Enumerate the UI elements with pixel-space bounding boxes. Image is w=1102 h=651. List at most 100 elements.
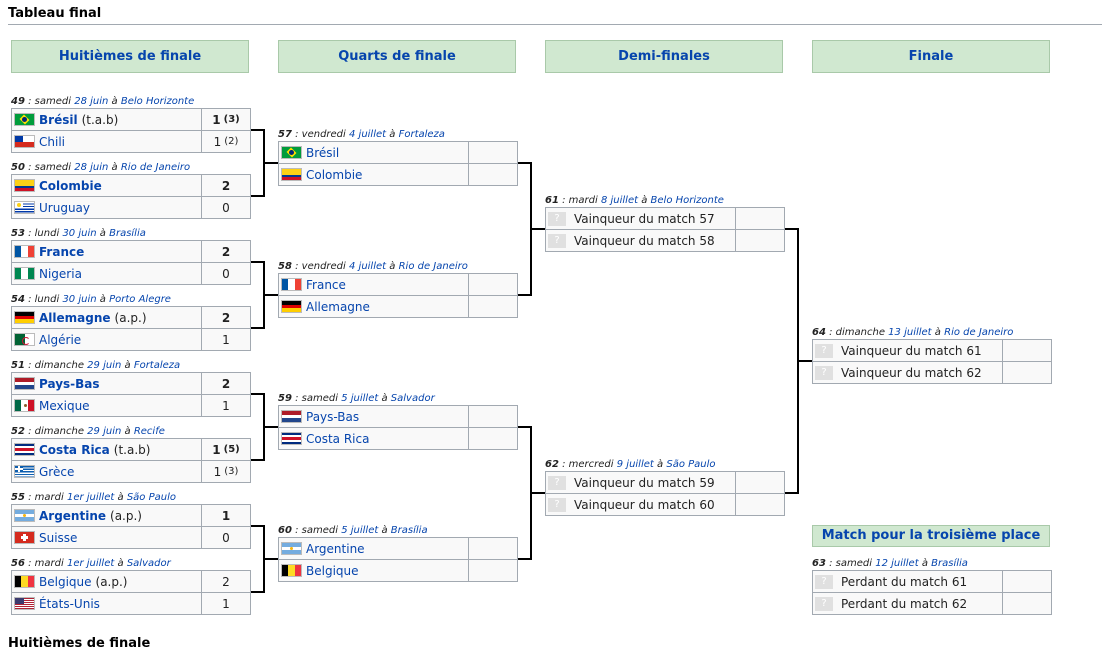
match-day: dimanche bbox=[34, 426, 84, 437]
team-row: Brésil(t.a.b)1(3) bbox=[12, 109, 250, 130]
team-name-link[interactable]: Suisse bbox=[39, 530, 78, 545]
team-name-link[interactable]: Colombie bbox=[39, 178, 102, 193]
match-venue-link[interactable]: São Paulo bbox=[666, 459, 716, 470]
match-63: 63 : samedi 12 juillet à Brasília?Perdan… bbox=[812, 558, 1052, 615]
match-date-link[interactable]: 5 juillet bbox=[341, 393, 379, 404]
team-name-link[interactable]: Mexique bbox=[39, 398, 90, 413]
team-row: ?Perdant du match 62 bbox=[813, 592, 1051, 614]
match-venue-link[interactable]: Belo Horizonte bbox=[120, 96, 195, 107]
match-day: samedi bbox=[835, 558, 873, 569]
match-venue-link[interactable]: Rio de Janeiro bbox=[398, 261, 468, 272]
match-date-link[interactable]: 12 juillet bbox=[875, 558, 919, 569]
round-header-third-place[interactable]: Match pour la troisième place bbox=[812, 525, 1050, 547]
unknown-team-icon: ? bbox=[548, 497, 566, 512]
match-number: 64 bbox=[812, 327, 826, 338]
team-name-link[interactable]: Allemagne bbox=[39, 310, 111, 325]
match-venue-link[interactable]: Rio de Janeiro bbox=[120, 162, 191, 173]
match-at: à bbox=[389, 129, 396, 140]
match-venue-link[interactable]: Rio de Janeiro bbox=[944, 327, 1014, 338]
score-value: 2 bbox=[221, 244, 231, 259]
team-cell: ?Vainqueur du match 58 bbox=[546, 230, 735, 251]
team-name-link[interactable]: Colombie bbox=[306, 167, 363, 182]
match-venue-link[interactable]: Brasília bbox=[931, 558, 968, 569]
team-name-link[interactable]: Chili bbox=[39, 134, 65, 149]
bracket-connector bbox=[785, 228, 797, 230]
match-date-link[interactable]: 30 juin bbox=[62, 228, 97, 239]
match-venue-link[interactable]: Fortaleza bbox=[398, 129, 445, 140]
round-header-r16[interactable]: Huitièmes de finale bbox=[11, 40, 249, 73]
team-name-link[interactable]: Uruguay bbox=[39, 200, 90, 215]
team-name-link[interactable]: Argentine bbox=[306, 541, 365, 556]
match-date-link[interactable]: 30 juin bbox=[62, 294, 97, 305]
round-header-final[interactable]: Finale bbox=[812, 40, 1050, 73]
bracket-connector bbox=[251, 591, 263, 593]
match-venue-link[interactable]: Recife bbox=[133, 426, 165, 437]
team-name-link[interactable]: France bbox=[306, 277, 346, 292]
match-date-link[interactable]: 4 juillet bbox=[349, 261, 387, 272]
match-at: à bbox=[934, 327, 941, 338]
match-venue-link[interactable]: Salvador bbox=[390, 393, 435, 404]
team-row: Belgique bbox=[279, 559, 517, 581]
match-date-link[interactable]: 1er juillet bbox=[66, 492, 115, 503]
match-date-link[interactable]: 28 juin bbox=[74, 162, 109, 173]
match-day: samedi bbox=[301, 393, 339, 404]
match-date-link[interactable]: 9 juillet bbox=[616, 459, 654, 470]
match-date-link[interactable]: 29 juin bbox=[87, 426, 122, 437]
team-name-link[interactable]: Algérie bbox=[39, 332, 82, 347]
match-caption: 49 : samedi 28 juin à Belo Horizonte bbox=[11, 96, 195, 107]
flag-usa-icon bbox=[14, 597, 35, 610]
team-name-link[interactable]: Grèce bbox=[39, 464, 75, 479]
match-venue-link[interactable]: Belo Horizonte bbox=[650, 195, 724, 206]
team-row: ?Vainqueur du match 60 bbox=[546, 493, 784, 515]
team-name-link[interactable]: Belgique bbox=[306, 563, 359, 578]
team-name-link[interactable]: Allemagne bbox=[306, 299, 370, 314]
match-day: lundi bbox=[34, 294, 60, 305]
team-row: Colombie bbox=[279, 163, 517, 185]
team-row: Argentine bbox=[279, 538, 517, 559]
round-header-qf[interactable]: Quarts de finale bbox=[278, 40, 516, 73]
round-header-sf[interactable]: Demi-finales bbox=[545, 40, 783, 73]
team-name-link[interactable]: Brésil bbox=[306, 145, 340, 160]
match-date-link[interactable]: 13 juillet bbox=[888, 327, 932, 338]
score-cell: 1(5) bbox=[201, 439, 250, 460]
match-date-link[interactable]: 8 juillet bbox=[600, 195, 639, 206]
match-venue-link[interactable]: São Paulo bbox=[126, 492, 176, 503]
match-at: à bbox=[117, 558, 124, 569]
team-name-link[interactable]: Costa Rica bbox=[306, 431, 370, 446]
bracket-connector bbox=[263, 558, 278, 560]
match-venue-link[interactable]: Brasília bbox=[390, 525, 428, 536]
team-cell: États-Unis bbox=[12, 593, 201, 614]
team-name-link[interactable]: France bbox=[39, 244, 85, 259]
match-date-link[interactable]: 4 juillet bbox=[349, 129, 387, 140]
team-name-link[interactable]: Pays-Bas bbox=[306, 409, 360, 424]
match-date-link[interactable]: 1er juillet bbox=[66, 558, 115, 569]
match-venue-link[interactable]: Brasília bbox=[109, 228, 146, 239]
match-date-link[interactable]: 5 juillet bbox=[341, 525, 379, 536]
team-note: (t.a.b) bbox=[113, 442, 151, 457]
team-name-link[interactable]: Belgique bbox=[39, 574, 92, 589]
match-date-link[interactable]: 28 juin bbox=[74, 96, 109, 107]
team-name-link[interactable]: Nigeria bbox=[39, 266, 82, 281]
team-name-link[interactable]: Pays-Bas bbox=[39, 376, 100, 391]
bracket-connector bbox=[263, 294, 278, 296]
match-venue-link[interactable]: Fortaleza bbox=[133, 360, 181, 371]
team-name-link[interactable]: Brésil bbox=[39, 112, 78, 127]
score-cell bbox=[468, 428, 517, 449]
match-caption: 61 : mardi 8 juillet à Belo Horizonte bbox=[545, 195, 724, 206]
match-venue-link[interactable]: Porto Alegre bbox=[109, 294, 171, 305]
match-date-link[interactable]: 29 juin bbox=[87, 360, 122, 371]
team-name-link[interactable]: États-Unis bbox=[39, 596, 100, 611]
match-venue-link[interactable]: Salvador bbox=[126, 558, 171, 569]
match-caption: 58 : vendredi 4 juillet à Rio de Janeiro bbox=[278, 261, 468, 272]
team-name-link[interactable]: Costa Rica bbox=[39, 442, 110, 457]
match-day: dimanche bbox=[34, 360, 84, 371]
team-name-link[interactable]: Argentine bbox=[39, 508, 107, 523]
